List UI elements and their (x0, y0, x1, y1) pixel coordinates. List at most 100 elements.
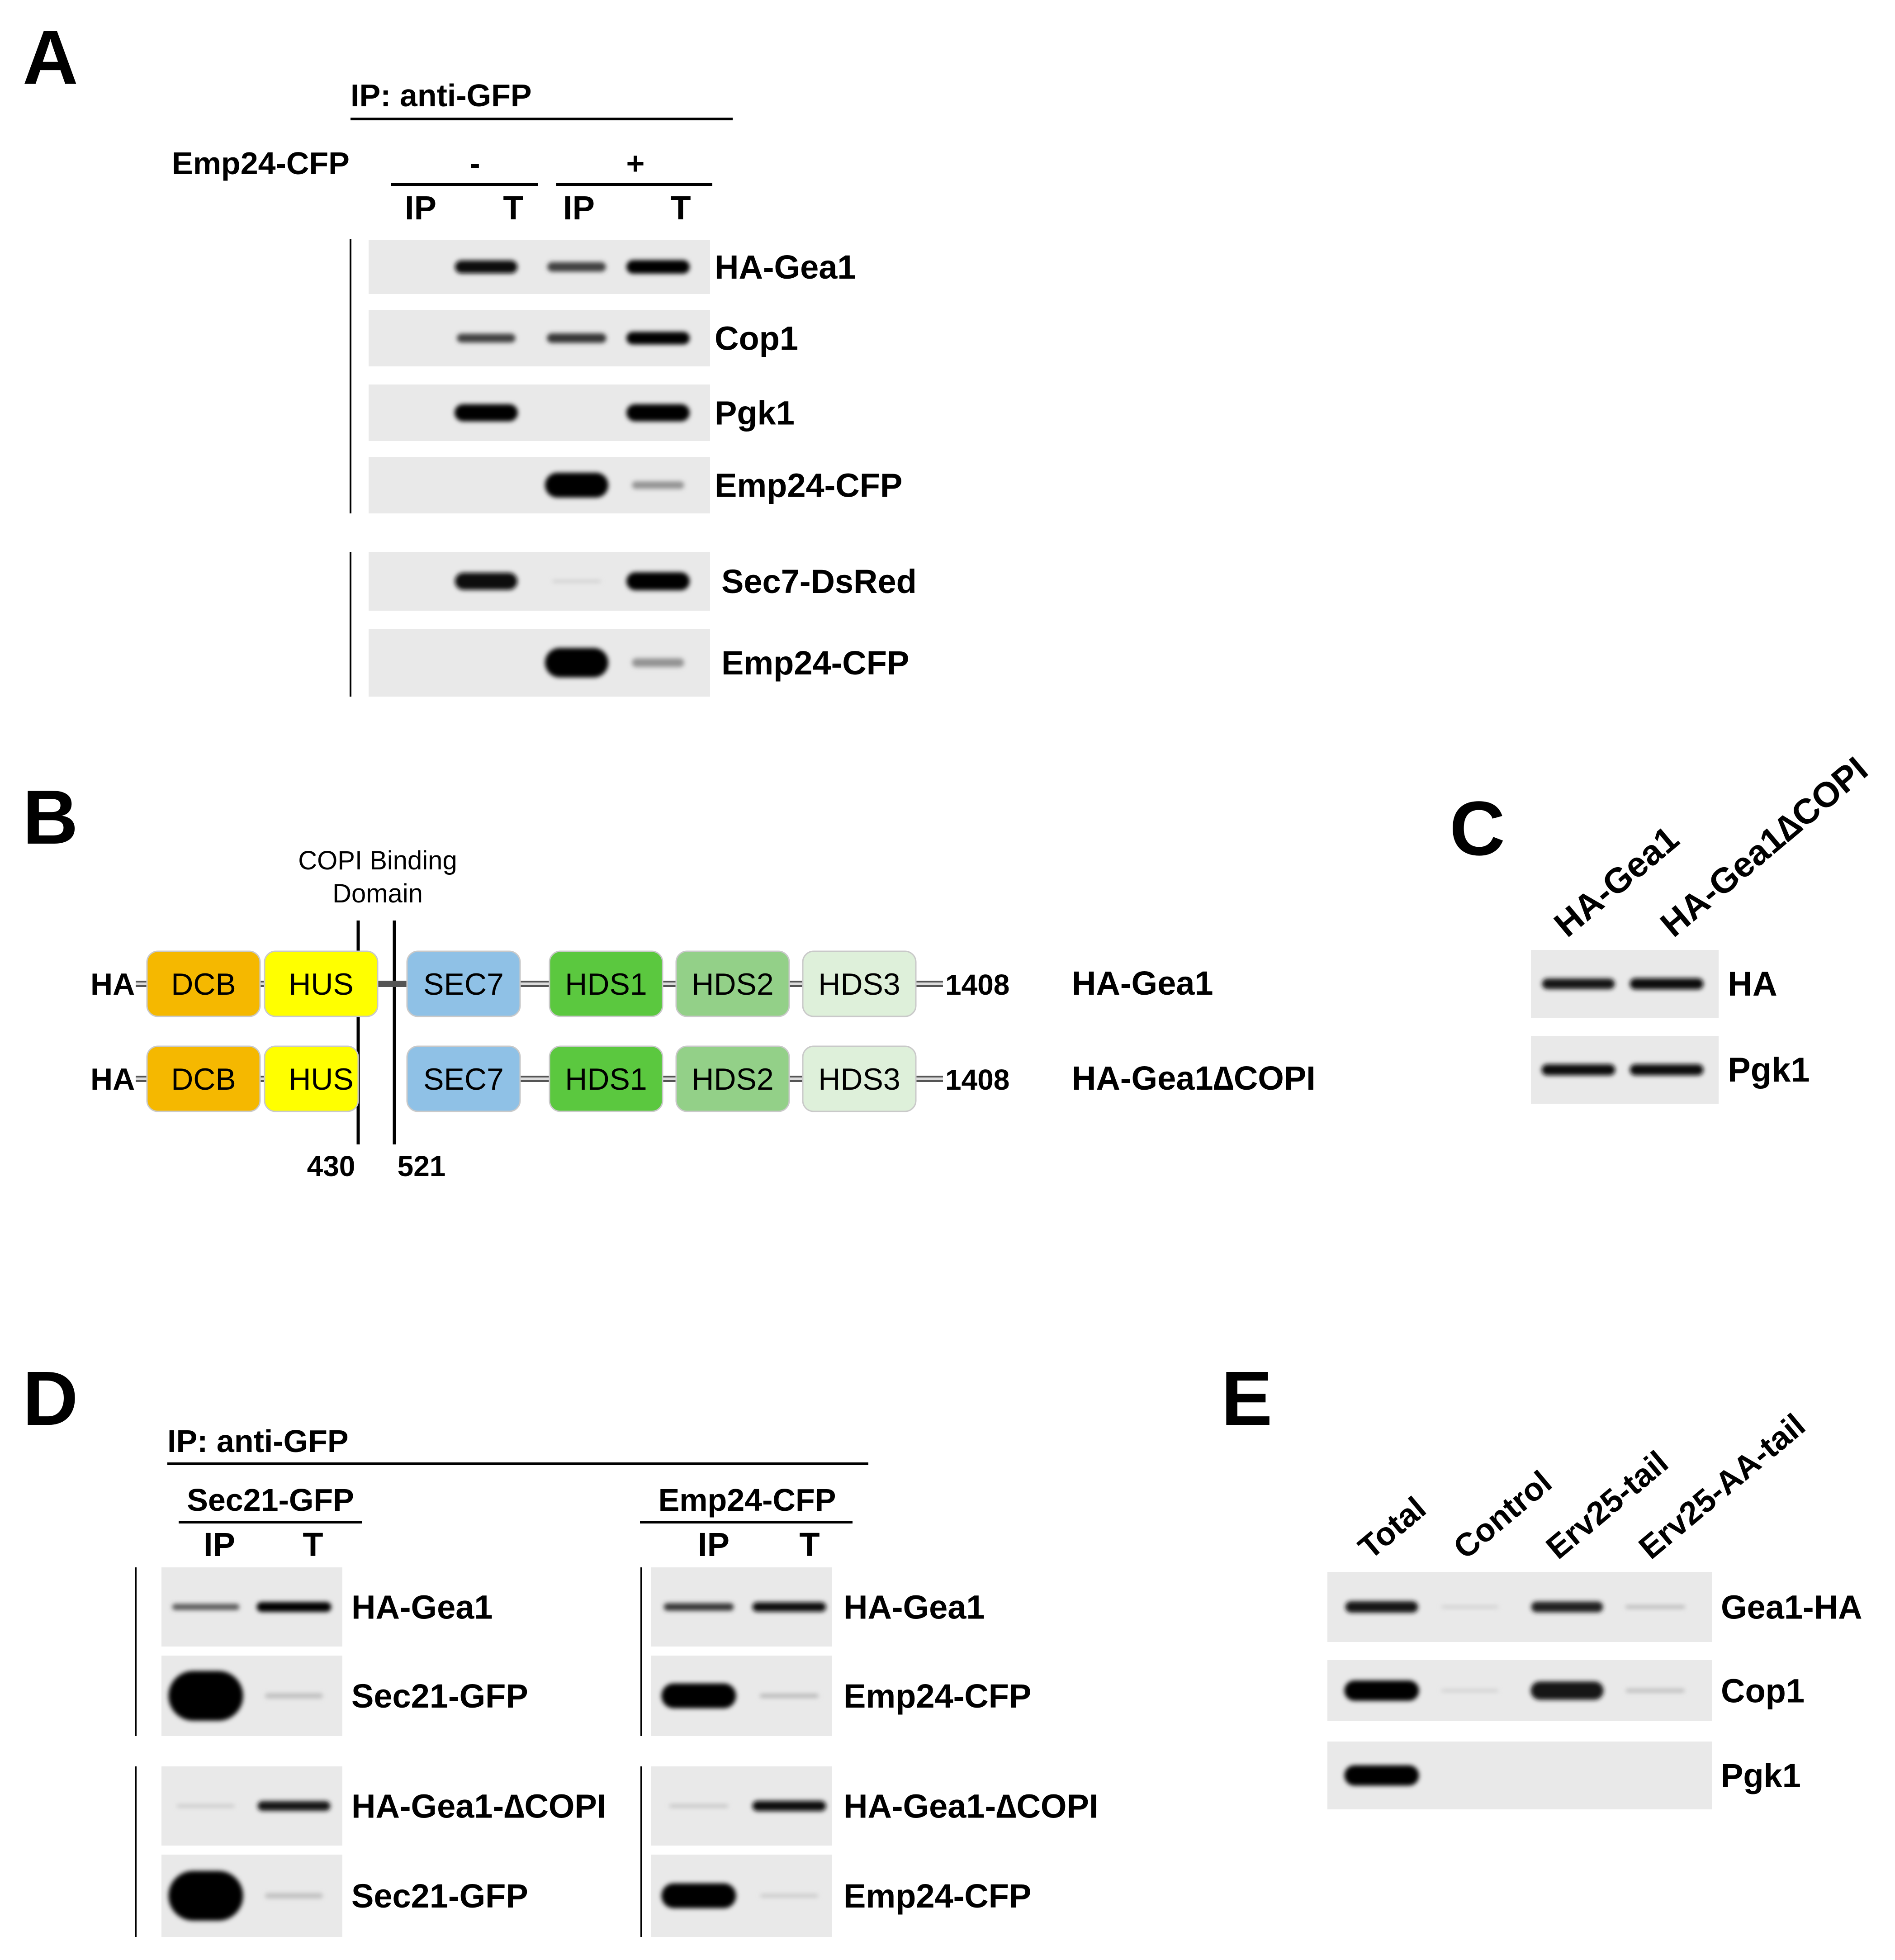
blot-band (265, 1893, 323, 1898)
blot-strip: HA (1531, 950, 1777, 1018)
blot-label: Gea1-HA (1721, 1589, 1862, 1626)
panel-e: E Total Control Erv25-tail Erv25-AA-tail… (1221, 1356, 1862, 1809)
blot-label: Emp24-CFP (843, 1877, 1031, 1915)
domain-box (406, 1045, 521, 1112)
blot-strip: Emp24-CFP (651, 1855, 1031, 1937)
blot-band (1441, 1689, 1498, 1692)
blot-label: Cop1 (715, 320, 798, 357)
construct-row: HA DCB HUS SEC7 HDS1 HDS2 HDS3 1408 HA-Gea1 (90, 950, 1213, 1017)
blot-band (626, 260, 690, 274)
blot-band (1531, 1601, 1603, 1613)
panel-c-lane-label: HA-Gea1∆COPI (1653, 749, 1875, 944)
panel-a-lane-label: IP (563, 189, 595, 227)
blot-band (626, 332, 690, 345)
panel-d-lane-label: IP (204, 1526, 235, 1563)
panel-a: A IP: anti-GFP Emp24-CFP - + IP T IP T H… (23, 14, 917, 697)
blot-band (168, 1671, 243, 1721)
domain-label: HDS1 (565, 967, 647, 1001)
blot-label: HA-Gea1-∆COPI (843, 1788, 1098, 1825)
panel-a-lane-label: T (503, 189, 523, 227)
panel-a-cond-minus: - (469, 146, 480, 181)
panel-b-domain-caption: COPI Binding (298, 846, 457, 875)
blot-band (661, 1683, 736, 1708)
blot-band (661, 1883, 736, 1908)
blot-strip: HA-Gea1 (369, 240, 856, 294)
blot-band (1625, 1605, 1685, 1609)
blot-strip: Emp24-CFP (651, 1656, 1031, 1736)
n-terminal-tag: HA (90, 967, 135, 1001)
domain-label: HDS2 (692, 967, 773, 1001)
panel-d: D IP: anti-GFP Sec21-GFP Emp24-CFP IP T … (23, 1356, 1098, 1937)
blot-label: Sec21-GFP (351, 1877, 528, 1915)
blot-strip: Gea1-HA (1327, 1572, 1862, 1642)
blot-strip: HA-Gea1-∆COPI (161, 1766, 606, 1846)
c-terminus-residue: 1408 (945, 968, 1009, 1001)
blot-band (1630, 978, 1704, 990)
panel-a-letter: A (23, 14, 78, 100)
domain-label: SEC7 (423, 1062, 504, 1096)
domain-label: DCB (171, 967, 236, 1001)
blot-band (257, 1801, 331, 1811)
blot-band (552, 580, 601, 583)
blot-strip: HA-Gea1 (161, 1567, 493, 1647)
panel-d-letter: D (23, 1356, 78, 1442)
blot-band (669, 1805, 728, 1807)
blot-strip: Pgk1 (369, 384, 795, 441)
panel-d-lane-label: T (303, 1526, 323, 1563)
panel-c-blots: HA Pgk1 (1531, 950, 1810, 1104)
domain-box (675, 950, 790, 1017)
domain-box (264, 1045, 359, 1112)
panel-d-group-label: Emp24-CFP (659, 1482, 836, 1518)
blot-label: HA (1728, 965, 1777, 1003)
domain-label: SEC7 (423, 967, 504, 1001)
blot-band (632, 658, 684, 667)
blot-band (1345, 1601, 1418, 1613)
blot-band (545, 648, 608, 678)
blot-band (1530, 1681, 1604, 1700)
blot-strip: Pgk1 (1531, 1036, 1810, 1104)
blot-strip: Pgk1 (1327, 1742, 1801, 1809)
domain-label: HDS3 (818, 1062, 900, 1096)
domain-box (146, 1045, 261, 1112)
panel-a-cond-plus: + (626, 146, 645, 181)
blot-band (632, 481, 684, 489)
panel-c-letter: C (1450, 786, 1505, 872)
blot-band (1344, 1680, 1419, 1701)
blot-band (1541, 1064, 1615, 1076)
blot-band (545, 473, 608, 498)
domain-box (549, 950, 663, 1017)
domain-box (675, 1045, 790, 1112)
blot-band (760, 1694, 819, 1698)
blot-band (256, 1602, 332, 1612)
domain-label: HUS (289, 967, 354, 1001)
construct-name: HA-Gea1 (1072, 964, 1213, 1002)
domain-box (406, 950, 521, 1017)
panel-e-lane-label: Control (1447, 1464, 1559, 1566)
c-terminus-residue: 1408 (945, 1063, 1009, 1096)
panel-e-lane-label: Total (1352, 1490, 1433, 1566)
blot-label: HA-Gea1 (843, 1589, 985, 1626)
blot-band (457, 333, 516, 343)
panel-d-lane-label: IP (698, 1526, 730, 1563)
panel-e-letter: E (1221, 1356, 1272, 1442)
blot-band (626, 572, 690, 590)
panel-d-ip-label: IP: anti-GFP (167, 1424, 349, 1459)
blot-band (455, 404, 518, 422)
domain-box (146, 950, 261, 1017)
blot-label: Pgk1 (1728, 1051, 1810, 1089)
blot-band (663, 1603, 734, 1611)
blot-label: Emp24-CFP (721, 644, 909, 682)
blot-band (1626, 1689, 1685, 1692)
blot-strip: Emp24-CFP (369, 457, 902, 513)
domain-box (802, 950, 917, 1017)
panel-d-lane-label: T (799, 1526, 820, 1563)
domain-label: HDS3 (818, 967, 900, 1001)
panel-a-lane-label: IP (405, 189, 436, 227)
blot-band (1542, 978, 1615, 989)
blot-strip: Cop1 (369, 310, 798, 366)
